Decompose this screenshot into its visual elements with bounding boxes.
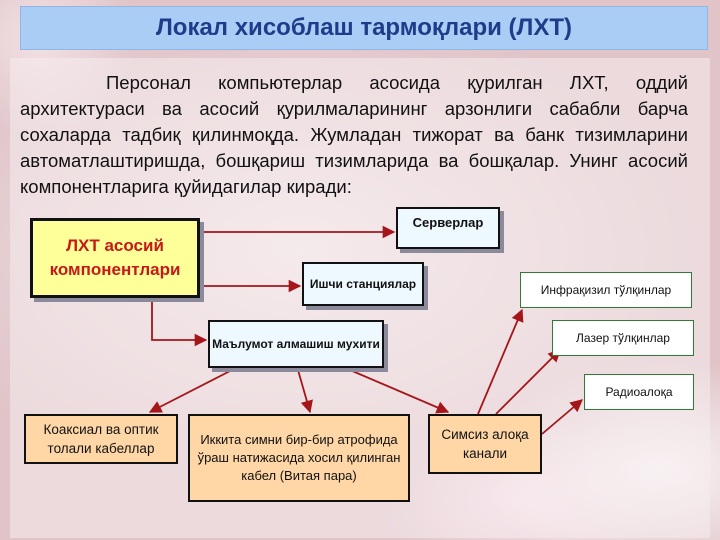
arrow-wireless-to-radio bbox=[541, 399, 583, 435]
arrow-exchange-to-twisted bbox=[297, 369, 313, 414]
main-components-box: ЛХТ асосий компонентлари bbox=[30, 218, 200, 298]
coax-cable-box: Коаксиал ва оптик толали кабеллар bbox=[24, 414, 178, 464]
arrow-exchange-to-coax bbox=[148, 369, 233, 413]
intro-paragraph: Персонал компьютерлар асосида қурилган Л… bbox=[20, 72, 688, 197]
workstations-box: Ишчи станциялар bbox=[302, 262, 424, 306]
slide-title: Локал хисоблаш тармоқлари (ЛХТ) bbox=[155, 14, 573, 41]
radio-box: Радиоалоқа bbox=[584, 374, 694, 410]
arrow-wireless-to-infrared bbox=[477, 308, 524, 415]
twisted-pair-box: Иккита симни бир-бир атрофида ўраш натиж… bbox=[188, 414, 410, 502]
laser-box: Лазер тўлқинлар bbox=[552, 320, 694, 356]
arrow-wireless-to-laser bbox=[495, 349, 561, 415]
exchange-medium-box: Маълумот алмашиш мухити bbox=[208, 320, 384, 368]
title-bar: Локал хисоблаш тармоқлари (ЛХТ) bbox=[20, 6, 708, 50]
wireless-channel-box: Симсиз алоқа канали bbox=[428, 414, 542, 474]
infrared-box: Инфрақизил тўлқинлар bbox=[520, 272, 692, 308]
arrow-exchange-to-wireless bbox=[349, 369, 450, 414]
arrow-main-to-exchange bbox=[151, 298, 208, 347]
servers-box: Серверлар bbox=[396, 207, 500, 249]
